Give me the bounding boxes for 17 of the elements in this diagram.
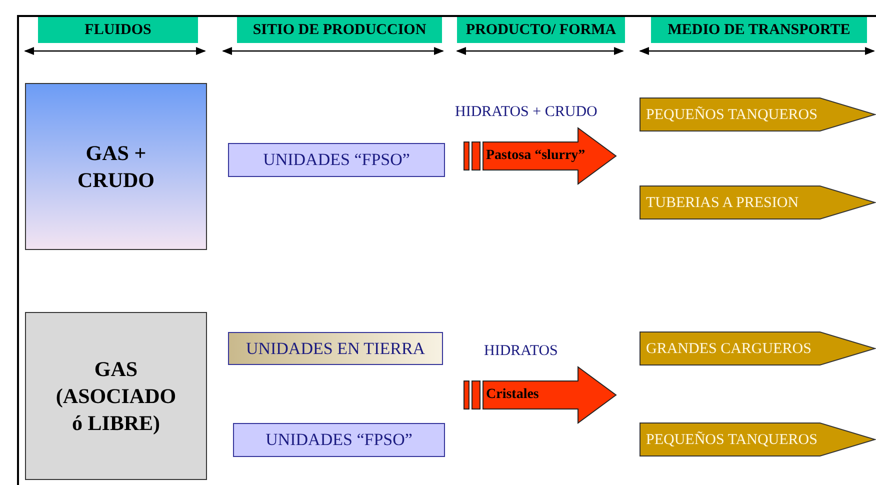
transport-label: TUBERIAS A PRESION <box>646 194 799 212</box>
arrow-caption: HIDRATOS + CRUDO <box>455 103 598 122</box>
fluid-box: GAS (ASOCIADO ó LIBRE) <box>25 312 207 480</box>
production-box: UNIDADES “FPSO” <box>233 423 445 457</box>
column-header: MEDIO DE TRANSPORTE <box>651 17 867 43</box>
column-header: PRODUCTO/ FORMA <box>457 17 625 43</box>
production-box: UNIDADES “FPSO” <box>228 143 445 177</box>
arrow-label: Pastosa “slurry” <box>486 147 586 165</box>
arrow-label: Cristales <box>486 386 539 404</box>
transport-label: PEQUEÑOS TANQUEROS <box>646 106 818 124</box>
arrow-caption: HIDRATOS <box>484 342 558 361</box>
column-header: SITIO DE PRODUCCION <box>237 17 442 43</box>
transport-label: GRANDES CARGUEROS <box>646 340 812 358</box>
transport-label: PEQUEÑOS TANQUEROS <box>646 430 818 450</box>
production-box: UNIDADES EN TIERRA <box>228 332 443 365</box>
fluid-box: GAS + CRUDO <box>25 83 207 250</box>
column-header: FLUIDOS <box>38 17 198 43</box>
